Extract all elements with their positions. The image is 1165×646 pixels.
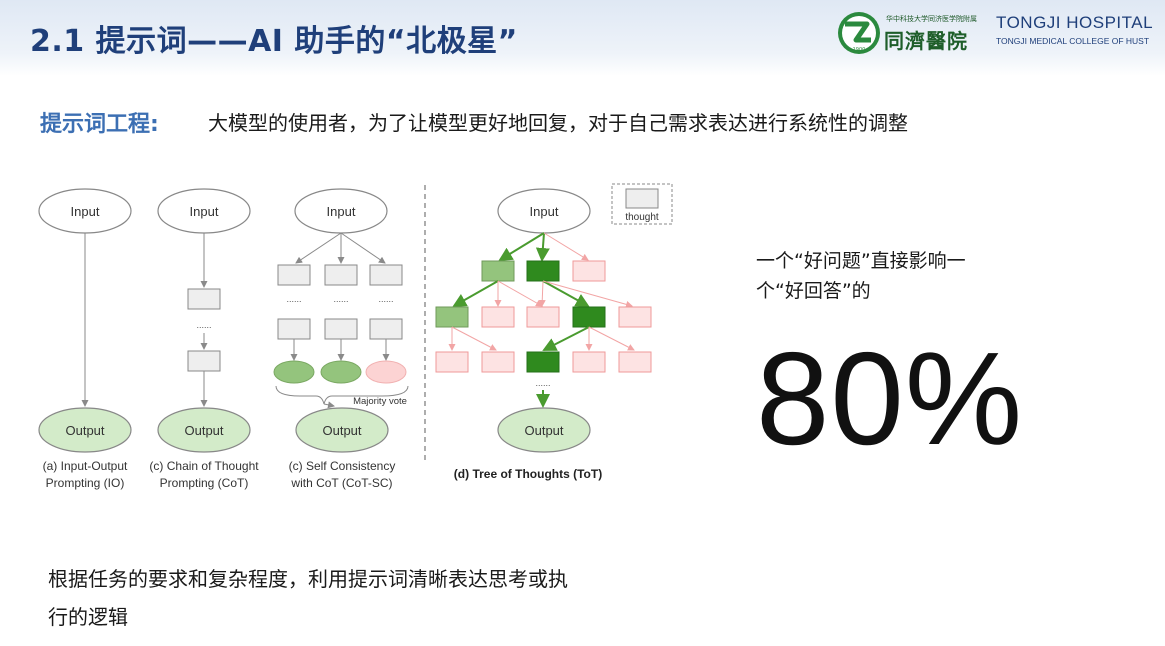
tot-edge-l2-3 (538, 280, 546, 307)
cot-thought-1 (187, 288, 221, 310)
tot-node-l2-e (618, 306, 652, 328)
tot-edge-l3-2 (451, 326, 497, 351)
cot-input-label: Input (190, 204, 219, 219)
bottom-note-line-2: 行的逻辑 (48, 605, 128, 629)
tot-input-label: Input (530, 204, 559, 219)
cotsc-answer-b (320, 360, 362, 384)
cotsc-thought-b2 (324, 318, 358, 340)
io-caption-line1: (a) Input-Output (43, 459, 128, 473)
tot-edge-l2-4 (542, 280, 590, 307)
cotsc-vote-arrow (323, 401, 335, 409)
cotsc-dots-b: ...... (333, 294, 348, 304)
tot-node-l1-b (526, 260, 560, 282)
io-output-node (38, 407, 132, 453)
tot-output-label: Output (524, 423, 563, 438)
tot-edge-l3-3 (542, 326, 590, 351)
cotsc-answer-c (365, 360, 407, 384)
tot-node-l1-c (572, 260, 606, 282)
logo-english-name: TONGJI HOSPITAL (996, 13, 1154, 32)
tot-node-l1-a (481, 260, 515, 282)
cotsc-answer-a (273, 360, 315, 384)
legend-box (611, 183, 673, 225)
tot-node-l3-e (618, 351, 652, 373)
hospital-emblem-icon: 1900 (838, 12, 880, 54)
cotsc-thought-a1 (277, 264, 311, 286)
logo-chinese-name: 同濟醫院 (884, 29, 968, 53)
io-caption-line2: Prompting (IO) (46, 476, 125, 490)
cotsc-panel: Input ...... ...... ...... Majority vote… (273, 188, 409, 490)
cotsc-input-label: Input (327, 204, 356, 219)
cotsc-dots-c: ...... (378, 294, 393, 304)
logo-college: TONGJI MEDICAL COLLEGE OF HUST (996, 36, 1150, 46)
io-input-label: Input (71, 204, 100, 219)
legend-thought-node (625, 188, 659, 209)
cotsc-thought-b1 (324, 264, 358, 286)
tot-node-l3-b (481, 351, 515, 373)
tot-node-l3-a (435, 351, 469, 373)
cot-output-node (157, 407, 251, 453)
tot-node-l3-c (526, 351, 560, 373)
prompting-methods-diagram: Input Output (a) Input-Output Prompting … (38, 183, 673, 490)
cot-dots: ...... (196, 320, 211, 330)
tot-dots: ...... (535, 378, 550, 388)
side-note-line-1: 一个“好问题”直接影响一 (756, 250, 966, 272)
bottom-note: 根据任务的要求和复杂程度，利用提示词清晰表达思考或执 行的逻辑 (48, 560, 668, 636)
cotsc-dots-a: ...... (286, 294, 301, 304)
io-output-label: Output (65, 423, 104, 438)
cotsc-branch-left (295, 232, 342, 264)
hospital-logo: 1900 华中科技大学同济医学院附属 同濟醫院 TONGJI HOSPITAL … (836, 8, 1158, 58)
cotsc-output-label: Output (322, 423, 361, 438)
definition-text: 大模型的使用者，为了让模型更好地回复，对于自己需求表达进行系统性的调整 (208, 111, 908, 135)
tot-edge-l3-5 (588, 326, 635, 351)
tot-panel: Input thought ...... (435, 183, 673, 481)
big-percentage: 80% (756, 325, 1024, 472)
tot-node-l2-d (572, 306, 606, 328)
tot-node-l2-a (435, 306, 469, 328)
cot-thought-2 (187, 350, 221, 372)
legend-thought-label: thought (625, 212, 659, 223)
cot-caption-line1: (c) Chain of Thought (149, 459, 259, 473)
tot-edge-l2-1 (452, 280, 499, 307)
cot-output-label: Output (184, 423, 223, 438)
tot-caption: (d) Tree of Thoughts (ToT) (454, 467, 602, 481)
definition-term: 提示词工程: (40, 112, 159, 137)
tot-node-l3-d (572, 351, 606, 373)
cotsc-output-node (295, 407, 389, 453)
bottom-note-line-1: 根据任务的要求和复杂程度，利用提示词清晰表达思考或执 (48, 567, 568, 591)
logo-year: 1900 (853, 47, 866, 53)
cotsc-thought-a2 (277, 318, 311, 340)
cot-caption-line2: Prompting (CoT) (160, 476, 249, 490)
tot-edge-l1-right (543, 232, 589, 261)
side-note: 一个“好问题”直接影响一 个“好回答”的 (756, 246, 1056, 306)
tot-node-l2-c (526, 306, 560, 328)
cotsc-caption-line2: with CoT (CoT-SC) (290, 476, 392, 490)
tot-edge-l1-mid (535, 232, 550, 262)
side-note-line-2: 个“好回答”的 (756, 280, 871, 302)
logo-university: 华中科技大学同济医学院附属 (886, 15, 977, 23)
header-bar: 2.1 提示词——AI 助手的“北极星” 1900 华中科技大学同济医学院附属 … (0, 0, 1165, 76)
tot-edge-l2-5 (542, 280, 633, 308)
cotsc-branch-right (340, 232, 386, 264)
tot-output-node (497, 407, 591, 453)
cotsc-caption-line1: (c) Self Consistency (289, 459, 396, 473)
tot-node-l2-b (481, 306, 515, 328)
cotsc-thought-c2 (369, 318, 403, 340)
cotsc-thought-c1 (369, 264, 403, 286)
tot-edge-l1-left (498, 232, 545, 262)
io-panel: Input Output (a) Input-Output Prompting … (38, 188, 132, 490)
cot-panel: Input ...... Output (c) Chain of Thought… (149, 188, 259, 490)
slide-title: 2.1 提示词——AI 助手的“北极星” (30, 24, 518, 59)
cotsc-majority-vote: Majority vote (353, 396, 407, 407)
tot-edge-l2-6 (497, 280, 543, 307)
